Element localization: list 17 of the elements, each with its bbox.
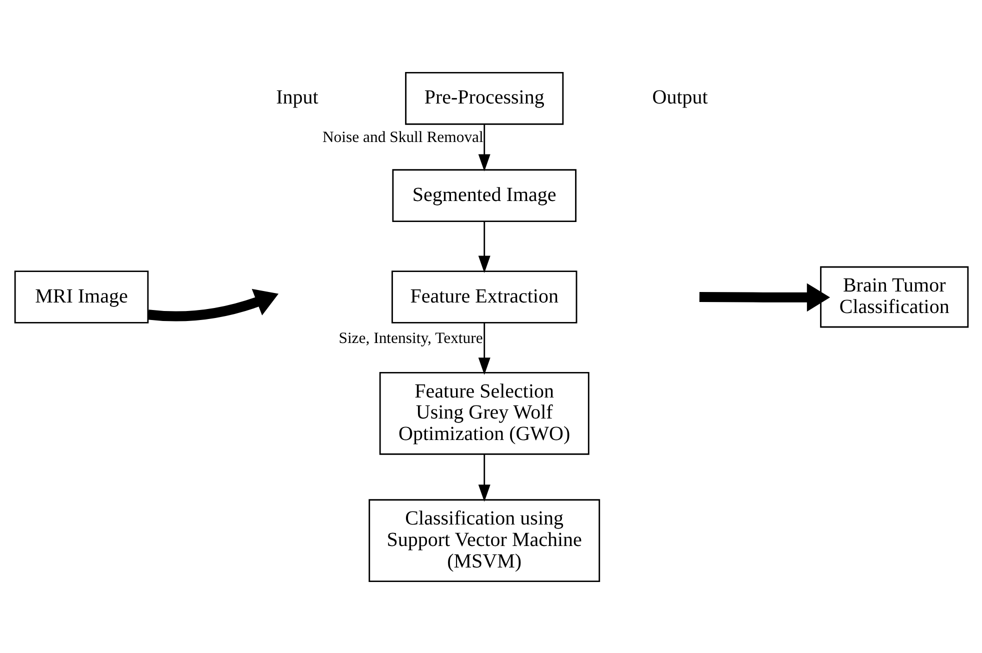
edge-label: Noise and Skull Removal <box>322 128 483 146</box>
node-box: MRI Image <box>14 270 148 323</box>
arrow <box>478 322 490 374</box>
arrow <box>478 124 490 171</box>
arrow <box>698 282 830 312</box>
arrow <box>478 220 490 272</box>
edge-label: Size, Intensity, Texture <box>338 330 482 347</box>
label: Input <box>276 86 318 108</box>
label: Output <box>652 86 708 108</box>
arrow <box>478 454 490 502</box>
node-box: Segmented Image <box>392 168 576 222</box>
node-box: Feature Extraction <box>391 270 577 323</box>
node-box: Pre-Processing <box>404 72 564 124</box>
node-box: Brain Tumor Classification <box>820 266 968 328</box>
arrow <box>147 288 278 321</box>
node-box: Classification using Support Vector Machine (MSVM) <box>368 498 600 582</box>
node-box: Feature Selection Using Grey Wolf Optimization (GWO) <box>378 372 589 454</box>
